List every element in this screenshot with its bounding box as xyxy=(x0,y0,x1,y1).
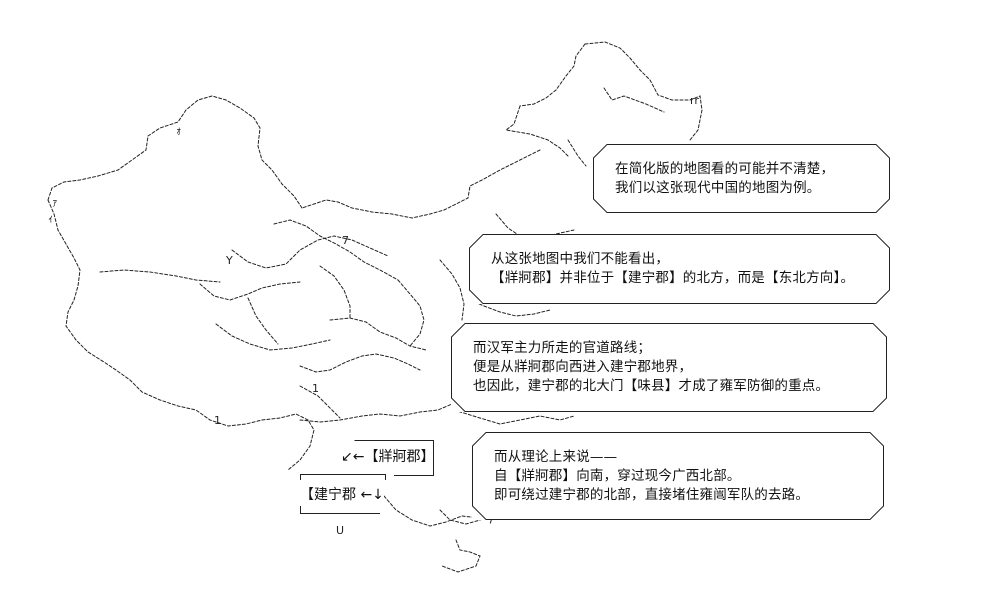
speech-box-3: 而汉军主力所走的官道路线； 便是从牂牁郡向西进入建宁郡地界， 也因此，建宁郡的北… xyxy=(451,323,887,412)
speech-box-4-frame xyxy=(472,432,884,520)
jianning-commandery-label: 【建宁郡 ←↓ xyxy=(300,486,384,504)
speech-box-3-line-1: 而汉军主力所走的官道路线； xyxy=(473,340,652,356)
speech-box-4-line-3: 即可绕过建宁郡的北部，直接堵住雍闿军队的去路。 xyxy=(494,486,810,503)
zangke-commandery-text: ↙←【牂牁郡】 xyxy=(341,449,435,465)
svg-text:ｧ: ｧ xyxy=(52,196,58,209)
speech-box-4: 而从理论上来说—— 自【牂牁郡】向南，穿过现今广西北部。 即可绕过建宁郡的北部，… xyxy=(472,432,884,520)
speech-box-3-line-2: 便是从牂牁郡向西进入建宁郡地界， xyxy=(473,359,693,375)
speech-box-4-line-2: 自【牂牁郡】向南，穿过现今广西北部。 xyxy=(494,467,741,484)
speech-box-3-frame xyxy=(451,323,887,412)
svg-text:ｨ: ｨ xyxy=(48,212,54,225)
svg-text:1: 1 xyxy=(312,382,319,395)
speech-box-1-line-2: 我们以这张现代中国的地图为例。 xyxy=(615,179,821,196)
svg-text:1: 1 xyxy=(214,414,221,427)
speech-box-2-line-1: 从这张地图中我们不能看出， xyxy=(491,251,670,267)
svg-text:rr: rr xyxy=(690,94,699,107)
speech-box-1-line-1: 在简化版的地图看的可能并不清楚， xyxy=(615,160,835,177)
speech-box-2-line-2: 【牂牁郡】并非位于【建宁郡】的北方，而是【东北方向】。 xyxy=(491,270,855,286)
svg-text:7: 7 xyxy=(342,234,349,247)
speech-box-2: 从这张地图中我们不能看出， 【牂牁郡】并非位于【建宁郡】的北方，而是【东北方向】… xyxy=(469,234,890,304)
svg-text:Y: Y xyxy=(225,254,233,267)
zangke-label-frame xyxy=(354,440,434,476)
jianning-commandery-text: 【建宁郡 ←↓ xyxy=(300,487,384,503)
speech-box-1: 在简化版的地图看的可能并不清楚， 我们以这张现代中国的地图为例。 xyxy=(593,144,890,213)
svg-text:U: U xyxy=(336,524,344,537)
speech-box-3-line-3: 也因此，建宁郡的北大门【味县】才成了雍军防御的重点。 xyxy=(473,378,830,394)
jianning-label-frame xyxy=(300,474,386,514)
speech-box-4-line-1: 而从理论上来说—— xyxy=(494,448,618,465)
zangke-commandery-label: ↙←【牂牁郡】 xyxy=(341,448,435,466)
svg-text:ｫ: ｫ xyxy=(176,124,182,137)
speech-box-2-frame xyxy=(469,234,890,304)
speech-box-1-frame xyxy=(593,144,890,213)
